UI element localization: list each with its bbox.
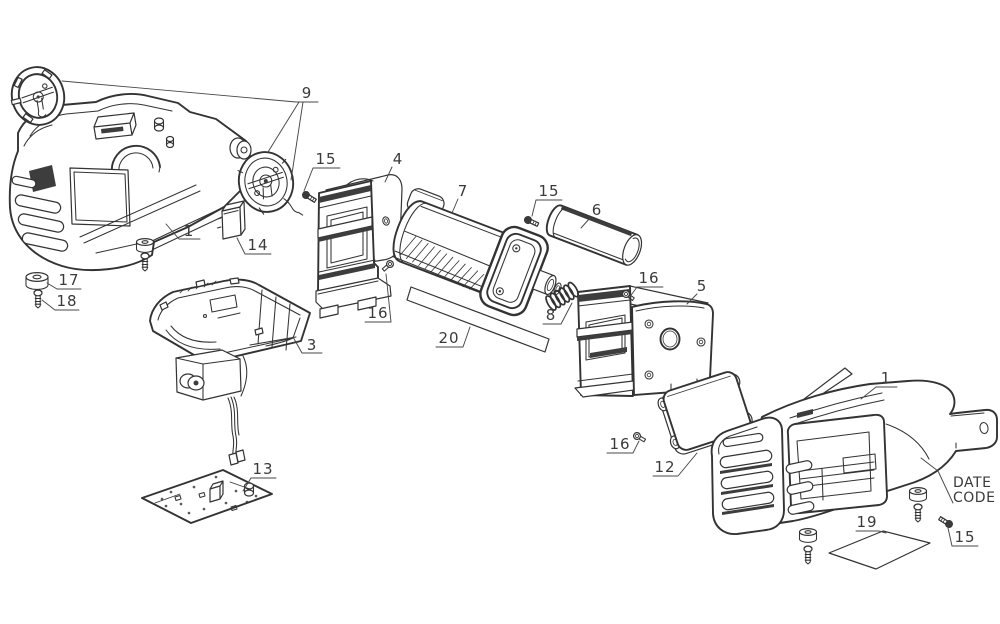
brush-wire bbox=[237, 158, 304, 216]
terminal-block bbox=[216, 200, 246, 240]
tab-hole bbox=[979, 422, 989, 434]
wires bbox=[227, 396, 240, 458]
screw-15-c bbox=[937, 514, 955, 530]
right-label-plate bbox=[828, 530, 931, 570]
end-cap-right bbox=[237, 151, 304, 216]
foot-screw-left-housing bbox=[140, 252, 150, 272]
field-hatch bbox=[399, 236, 485, 290]
callout-6: 6 bbox=[592, 201, 603, 219]
bearing-hole bbox=[659, 327, 681, 351]
callout-3: 3 bbox=[307, 336, 318, 354]
foot-screw-18 bbox=[33, 289, 43, 309]
callout-7: 7 bbox=[458, 182, 469, 200]
circuit-board bbox=[141, 469, 273, 524]
screw-16-a bbox=[380, 258, 396, 274]
callout-1-left: 1 bbox=[184, 222, 195, 240]
date-code-line1: DATE bbox=[953, 475, 991, 491]
callout-1-right: 1 bbox=[881, 369, 892, 387]
date-code-line2: CODE bbox=[953, 490, 995, 506]
screw-15-b bbox=[522, 214, 541, 229]
foot-pad-right-a bbox=[798, 527, 818, 544]
callout-12: 12 bbox=[654, 458, 675, 476]
callout-5: 5 bbox=[697, 277, 708, 295]
base-assembly bbox=[149, 277, 311, 466]
callout-16-a: 16 bbox=[367, 304, 388, 322]
foot-pad-17 bbox=[25, 271, 49, 290]
screw-16-c bbox=[631, 430, 648, 445]
callout-8: 8 bbox=[546, 306, 557, 324]
callout-labels: 1 9 14 17 18 3 13 15 4 16 7 20 15 6 8 16… bbox=[56, 84, 995, 546]
callout-4: 4 bbox=[393, 150, 404, 168]
solder-holes bbox=[160, 475, 258, 515]
callout-9: 9 bbox=[302, 84, 313, 102]
callout-19: 19 bbox=[856, 513, 877, 531]
right-housing-half bbox=[710, 367, 998, 565]
callout-17: 17 bbox=[58, 271, 79, 289]
callout-18: 18 bbox=[56, 292, 77, 310]
motor-cradle-arch bbox=[110, 144, 161, 174]
callout-15-a: 15 bbox=[315, 150, 336, 168]
foot-pad-right-b bbox=[908, 487, 928, 502]
rear-bracket bbox=[574, 285, 714, 398]
callout-15-b: 15 bbox=[538, 182, 559, 200]
callout-15-c: 15 bbox=[954, 528, 975, 546]
tube bbox=[545, 204, 643, 266]
callout-16-c: 16 bbox=[609, 435, 630, 453]
end-cap-left bbox=[10, 66, 66, 126]
center-label-plate bbox=[406, 286, 550, 353]
front-bracket bbox=[315, 174, 403, 319]
wire-connectors bbox=[228, 449, 246, 466]
motor bbox=[392, 188, 562, 317]
date-code-leader bbox=[920, 457, 954, 504]
leader-lines bbox=[41, 80, 979, 547]
screw-15-a bbox=[300, 189, 318, 205]
foot-screw-right-b bbox=[913, 503, 923, 523]
foot-screw-right-a bbox=[803, 545, 813, 565]
callout-20: 20 bbox=[438, 329, 459, 347]
callout-13: 13 bbox=[252, 460, 273, 478]
callout-16-b: 16 bbox=[638, 269, 659, 287]
left-housing-half bbox=[8, 93, 252, 272]
callout-14: 14 bbox=[247, 236, 268, 254]
